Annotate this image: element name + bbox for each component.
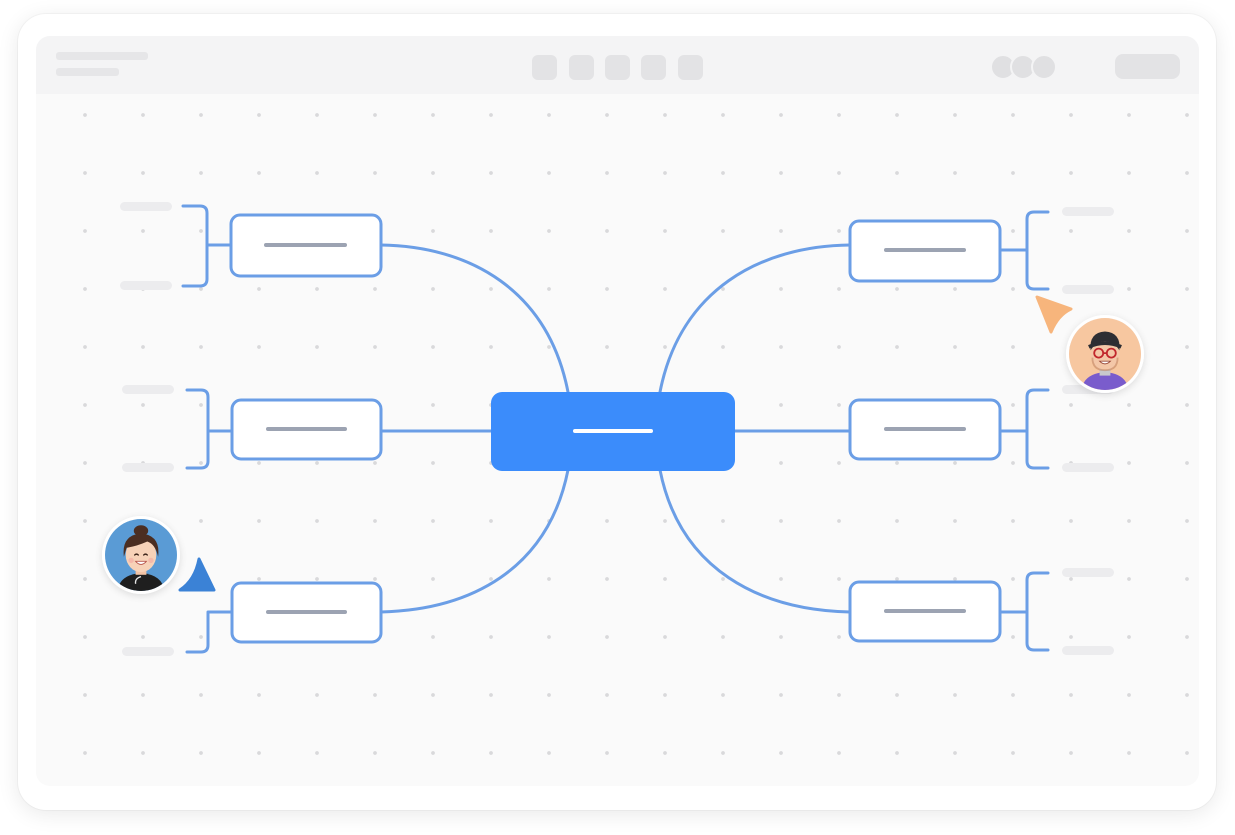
sub-item-brackets [181,204,1050,654]
connector-right-bottom [658,468,852,614]
sub-item[interactable] [122,463,174,472]
bracket-right-middle [998,388,1050,470]
connector-left-top [378,243,570,394]
bracket-right-bottom [998,571,1050,652]
pointer-cursor-icon [1035,295,1073,334]
user-avatar[interactable] [102,516,180,594]
branch-node[interactable] [229,213,383,278]
branch-node[interactable] [848,580,1002,643]
tool-button-text[interactable] [605,55,630,80]
sub-item[interactable] [1062,207,1114,216]
share-button[interactable] [1115,54,1180,79]
connector-left-bottom [378,468,570,614]
user-avatar[interactable] [1066,315,1144,393]
sub-items [120,202,1114,656]
branch-connectors [378,243,852,614]
bracket-left-top [181,204,232,288]
sub-item[interactable] [122,385,174,394]
tool-button-select[interactable] [532,55,557,80]
sub-item[interactable] [1062,463,1114,472]
collaborator-avatar[interactable] [1031,54,1057,80]
tool-button-connector[interactable] [641,55,666,80]
central-node[interactable] [491,392,735,471]
bracket-right-top [998,210,1050,291]
sub-item[interactable] [1062,646,1114,655]
board-subtitle [56,68,119,76]
branch-node[interactable] [848,219,1002,283]
sub-item[interactable] [1062,568,1114,577]
girl-avatar-icon [105,519,177,591]
branch-node[interactable] [230,581,383,644]
pointer-cursor-icon [178,557,216,592]
bracket-left-bottom [185,610,233,654]
branch-node[interactable] [848,398,1002,461]
branch-node[interactable] [230,398,383,461]
boy-avatar-icon [1069,318,1141,390]
bracket-left-middle [185,388,233,470]
tool-button-shape[interactable] [569,55,594,80]
board-title[interactable] [56,52,148,60]
tool-button-more[interactable] [678,55,703,80]
connector-right-top [658,243,852,394]
sub-item[interactable] [120,281,172,290]
sub-item[interactable] [120,202,172,211]
sub-item[interactable] [1062,285,1114,294]
sub-item[interactable] [122,647,174,656]
